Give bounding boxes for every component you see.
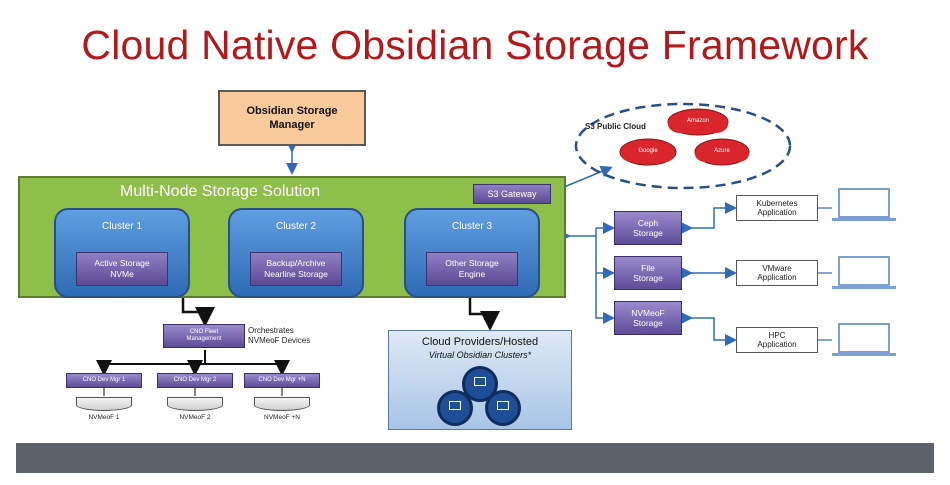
cloudprov-link: [468, 298, 500, 331]
nvmeof-line2: Storage: [633, 318, 663, 328]
manager-line1: Obsidian Storage: [246, 105, 338, 117]
azure-label: Azure: [714, 148, 730, 154]
storage-manager-box[interactable]: Obsidian Storage Manager: [218, 90, 366, 146]
manager-line2: Manager: [269, 119, 315, 131]
vm-icon: [437, 390, 473, 426]
fleet-link: [181, 298, 215, 327]
laptop-icon: [832, 323, 896, 356]
google-label: Google: [638, 148, 658, 154]
amazon-label: Amazon: [686, 118, 709, 124]
public-cloud-boundary: [574, 102, 792, 190]
cloud-providers-subtitle: Virtual Obsidian Clusters*: [428, 350, 532, 360]
multinode-title: Multi-Node Storage Solution: [120, 183, 321, 200]
cluster-3-engine-line1: Other Storage: [445, 258, 499, 268]
ceph-app-link: [681, 202, 737, 234]
cluster-3-engine-line2: Engine: [458, 269, 486, 279]
vmware-line1: VMware: [762, 264, 792, 273]
dev-mgr-2-box[interactable]: CNO Dev Mgr 2: [157, 373, 233, 388]
services-branch: [595, 228, 615, 324]
cluster-2-engine-line2: Nearline Storage: [264, 269, 328, 279]
fleet-note-line2: NVMeoF Devices: [248, 336, 311, 345]
public-cloud-label: S3 Public Cloud: [585, 122, 646, 131]
fleet-line1: CNO Fleet: [189, 329, 219, 335]
hpc-line1: HPC: [768, 331, 786, 340]
s3-gateway-button[interactable]: S3 Gateway: [473, 184, 551, 204]
vmware-line2: Application: [757, 273, 797, 282]
fleet-line2: Management: [186, 336, 222, 342]
kubernetes-line1: Kubernetes: [756, 199, 798, 208]
nvmeof-disk-icon: [76, 397, 132, 411]
dev-mgr-n-box[interactable]: CNO Dev Mgr +N: [244, 373, 320, 388]
vm-icon: [485, 390, 521, 426]
nvmeof-line1: NVMeoF: [631, 308, 665, 318]
nvmeof-disk-icon: [254, 397, 310, 411]
dev-mgr-1-box[interactable]: CNO Dev Mgr 1: [66, 373, 142, 388]
ceph-line2: Storage: [633, 228, 663, 238]
cluster-1-label: Cluster 1: [101, 221, 142, 232]
azure-cloud-icon: [694, 138, 750, 166]
laptop-icon: [832, 188, 896, 221]
disk-n-label: NVMeoF +N: [264, 414, 300, 421]
fleet-note: Orchestrates NVMeoF Devices: [248, 326, 310, 346]
cloud-providers-cluster: [619, 108, 750, 166]
laptop-icon: [832, 256, 896, 289]
cluster-2-label: Cluster 2: [275, 221, 316, 232]
cluster-1-engine-line1: Active Storage: [94, 258, 150, 268]
fleet-note-line1: Orchestrates: [248, 326, 294, 335]
file-line2: Storage: [633, 273, 663, 283]
cloud-providers-title: Cloud Providers/Hosted: [421, 336, 539, 348]
page-title: Cloud Native Obsidian Storage Framework: [81, 22, 869, 68]
ceph-line1: Ceph: [637, 218, 659, 228]
disk-2-label: NVMeoF 2: [179, 414, 211, 421]
amazon-cloud-icon: [667, 108, 729, 136]
cluster-1-engine-line2: NVMe: [110, 269, 134, 279]
dev-link-1: [96, 350, 206, 376]
nvmeof-disk-icon: [167, 397, 223, 411]
cluster-3-label: Cluster 3: [451, 221, 492, 232]
hpc-line2: Application: [757, 340, 797, 349]
kubernetes-line2: Application: [757, 208, 797, 217]
footer-bar: [16, 443, 934, 473]
nvme-app-link: [681, 312, 737, 346]
dev-link-3: [205, 360, 290, 376]
file-line1: File: [641, 263, 655, 273]
google-cloud-icon: [619, 138, 677, 166]
disk-1-label: NVMeoF 1: [88, 414, 120, 421]
cluster-2-engine-line1: Backup/Archive: [266, 258, 326, 268]
